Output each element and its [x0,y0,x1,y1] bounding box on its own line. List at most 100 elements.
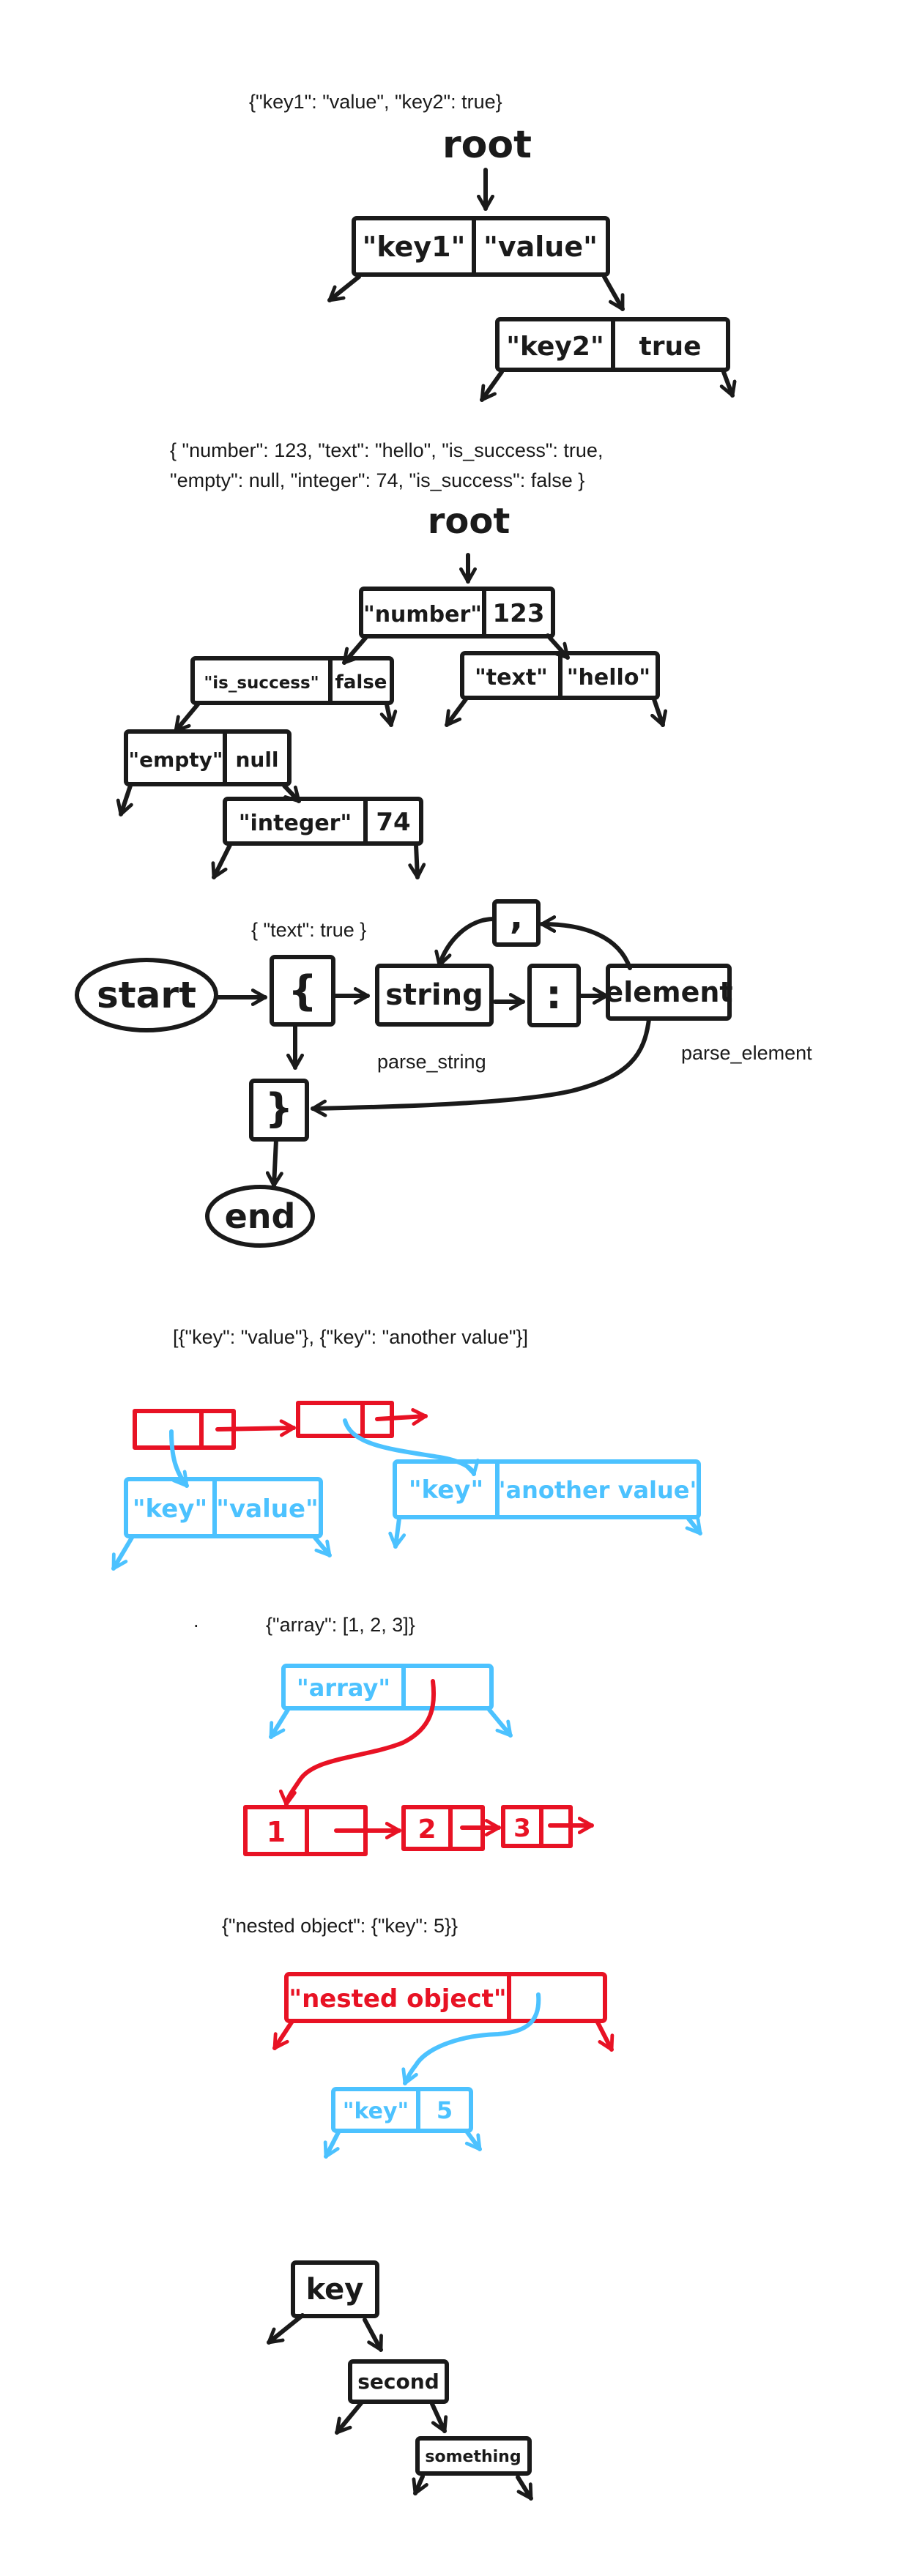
node-integer: "integer" 74 [223,797,423,846]
node-key: "key1" [363,231,466,263]
element-to-comma-arrow-icon [540,915,632,970]
node-key: "key" [133,1494,207,1524]
left-child-arrow-icon [445,697,468,727]
node-box [124,1477,323,1538]
close-brace-label: } [265,1085,293,1131]
right-child-arrow-icon [650,697,668,727]
node-box [331,2087,473,2133]
parser-flowchart: { "text": true } start { string : elemen… [75,896,812,1248]
right-child-arrow-icon [379,702,398,727]
stray-dot: . [193,1609,199,1631]
close-brace-box [249,1079,309,1142]
start-label: start [97,974,196,1016]
right-child-arrow-icon [685,1516,702,1535]
list-item-value: 1 [267,1816,286,1848]
left-child-arrow-icon [111,1535,134,1571]
node-empty: "empty" null [124,729,292,786]
node-key2: "key2" true [495,317,730,372]
node-key: "key2" [506,332,604,362]
start-oval [75,958,218,1032]
node-value: "hello" [567,665,650,690]
node-value: false [335,671,387,693]
example6-nested-object: {"nested object": {"key": 5}} "nested ob… [222,1915,615,2159]
node-label: something [425,2448,521,2466]
end-label: end [225,1196,296,1236]
node-box [190,656,394,705]
node-box-key [291,2260,379,2318]
node-text: "text" "hello" [460,651,660,700]
object-node-1: "key" "value" [124,1477,323,1538]
list-item-value: 2 [417,1814,436,1844]
left-child-arrow-icon [116,783,133,816]
parse-string-label: parse_string [377,1051,486,1073]
node-box [359,587,555,639]
node-box [284,1972,607,2023]
left-child-arrow-icon [269,1708,290,1739]
root-label: root [442,123,532,167]
example4-json: [{"key": "value"}, {"key": "another valu… [173,1326,528,1348]
example1-tree: {"key1": "value", "key2": true} root "ke… [249,91,737,402]
node-box [393,1459,701,1519]
left-child-arrow-icon [323,2130,341,2159]
node-value: "value" [216,1494,318,1524]
node-box-second [348,2359,449,2404]
next-arrow-icon [375,1408,428,1426]
end-oval [205,1185,315,1248]
node-key: "key" [343,2099,409,2124]
left-child-arrow-icon [327,275,361,302]
node-value: 74 [376,808,410,837]
example2-json-line-2: "empty": null, "integer": 74, "is_succes… [170,469,584,491]
node-key: "is_success" [204,674,319,693]
element-label: element [604,976,732,1008]
example5-array-value: . {"array": [1, 2, 3]} "array" 1 2 3 [193,1609,594,1856]
node-key: "text" [475,665,548,690]
element-box [606,964,732,1021]
open-brace-label: { [288,967,317,1015]
pointer-arrow-icon [169,1429,189,1488]
left-child-arrow-icon [480,370,504,402]
node-box-something [415,2436,532,2476]
right-child-arrow-icon [464,2130,482,2151]
right-child-arrow-icon [430,2402,448,2433]
object-node-2: "key" "another value" [393,1459,702,1519]
right-child-arrow-icon [516,2475,533,2501]
node-box [223,797,423,846]
node-is-success: "is_success" false [190,656,394,705]
example1-json: {"key1": "value", "key2": true} [249,91,502,113]
pointer-arrow-icon [343,1418,480,1476]
flowchart-json: { "text": true } [251,919,366,941]
left-child-arrow-icon [412,2474,428,2495]
node-label: key [306,2273,364,2307]
left-child-arrow-icon [174,702,200,733]
next-arrow-icon [215,1419,296,1437]
example4-array-of-objects: [{"key": "value"}, {"key": "another valu… [111,1326,702,1571]
left-child-arrow-icon [267,2313,305,2345]
comma-label: , [510,896,523,937]
example5-json: {"array": [1, 2, 3]} [266,1614,415,1636]
node-number: "number" 123 [359,587,555,639]
example7-tree: key second something [267,2260,533,2501]
node-key: "key" [409,1475,483,1505]
element-to-close-brace-arrow-icon [311,1017,651,1117]
example2-tree: { "number": 123, "text": "hello", "is_su… [116,439,668,879]
node-value: null [235,748,278,772]
open-brace-box [270,955,335,1027]
right-child-arrow-icon [487,1708,513,1738]
right-child-arrow-icon [313,1535,332,1557]
left-child-arrow-icon [335,2401,363,2435]
node-value: 123 [493,599,545,628]
parse-element-label: parse_element [681,1042,812,1064]
left-child-arrow-icon [211,843,232,879]
string-label: string [385,978,483,1012]
example6-json: {"nested object": {"key": 5}} [222,1915,458,1937]
right-child-arrow-icon [363,2318,383,2352]
example2-json-line-1: { "number": 123, "text": "hello", "is_su… [170,439,603,461]
value-pointer-arrow-icon [401,1992,541,2085]
node-key: "empty" [128,748,223,772]
node-value: true [639,332,701,362]
node-value: "another value" [494,1476,702,1504]
comma-to-string-arrow-icon [434,917,496,967]
right-child-arrow-icon [595,2019,615,2052]
node-key1: "key1" "value" [352,216,610,277]
